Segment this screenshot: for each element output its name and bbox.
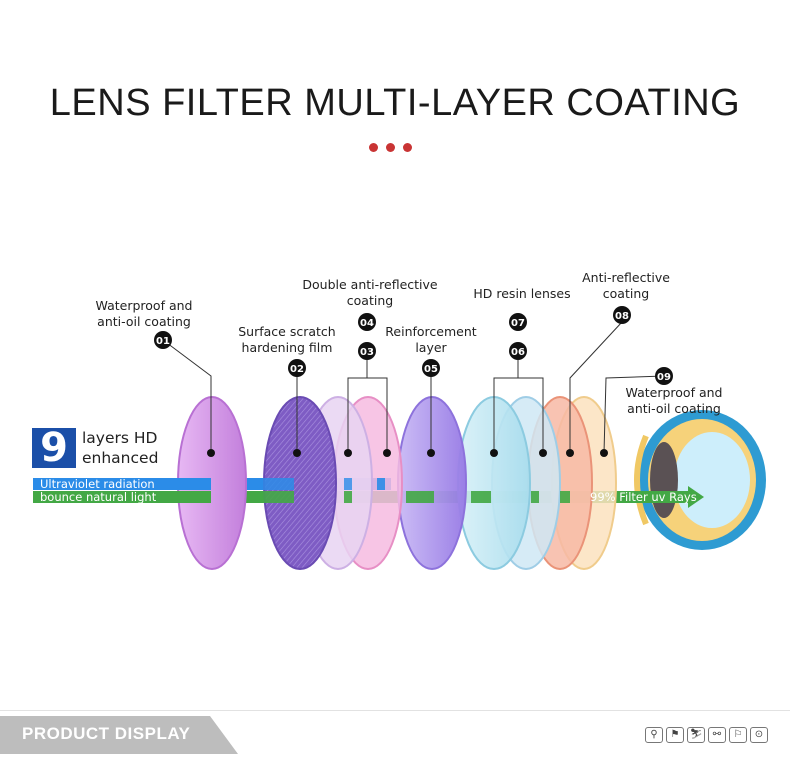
layer-badges: 01 02 03 04 05 06 07 08 09 xyxy=(154,306,673,385)
label-05-line2: layer xyxy=(415,340,447,355)
badge-09: 09 xyxy=(657,372,671,383)
badge-08: 08 xyxy=(615,311,629,322)
label-02-line1: Surface scratch xyxy=(238,324,335,339)
label-07-line1: HD resin lenses xyxy=(473,286,570,301)
sport-icons-row: ⚲ ⚑ ⛷ ⚯ ⚐ ⊙ xyxy=(645,727,768,743)
label-01-line2: anti-oil coating xyxy=(97,314,191,329)
label-02-line2: hardening film xyxy=(242,340,333,355)
title-divider-dots xyxy=(369,143,412,152)
product-display-label: PRODUCT DISPLAY xyxy=(22,724,191,743)
filter-uv-label: 99% Filter uv Rays xyxy=(590,490,697,504)
product-display-tab xyxy=(0,716,238,754)
badge-02: 02 xyxy=(290,364,304,375)
climbing-icon: ⚯ xyxy=(708,727,726,743)
label-09-line1: Waterproof and xyxy=(626,385,723,400)
badge-01: 01 xyxy=(156,336,170,347)
hiking-icon: ⚐ xyxy=(729,727,747,743)
eye-illustration xyxy=(634,410,766,550)
lens-05 xyxy=(397,396,467,570)
label-09-line2: anti-oil coating xyxy=(627,401,721,416)
badge-05: 05 xyxy=(424,364,438,375)
nine-layers-badge: 9 layers HD enhanced xyxy=(32,428,158,468)
label-04-line1: Double anti-reflective xyxy=(302,277,437,292)
badge-03: 03 xyxy=(360,347,374,358)
layer-labels: Waterproof and anti-oil coating Surface … xyxy=(96,270,723,504)
badge-06: 06 xyxy=(511,347,525,358)
lens-marker-dots xyxy=(207,449,608,457)
footer-divider xyxy=(0,710,790,711)
driving-icon: ⊙ xyxy=(750,727,768,743)
label-01-line1: Waterproof and xyxy=(96,298,193,313)
running-icon: ⚑ xyxy=(666,727,684,743)
nine-layers-text: layers HD enhanced xyxy=(82,428,158,468)
nine-layers-number: 9 xyxy=(32,428,76,468)
leader-lines xyxy=(162,321,665,454)
nine-layers-line1: layers HD xyxy=(82,429,158,447)
cycling-icon: ⚲ xyxy=(645,727,663,743)
label-04-line2: coating xyxy=(347,293,393,308)
badge-07: 07 xyxy=(511,318,525,329)
nine-layers-line2: enhanced xyxy=(82,449,159,467)
label-08-line1: Anti-reflective xyxy=(582,270,670,285)
label-08-line2: coating xyxy=(603,286,649,301)
label-05-line1: Reinforcement xyxy=(385,324,476,339)
lens-stack xyxy=(177,396,617,570)
page-title: LENS FILTER MULTI-LAYER COATING xyxy=(49,82,741,124)
skiing-icon: ⛷ xyxy=(687,727,705,743)
uv-radiation-label: Ultraviolet radiation xyxy=(33,478,211,490)
badge-04: 04 xyxy=(360,318,374,329)
natural-light-label: bounce natural light xyxy=(33,491,211,503)
